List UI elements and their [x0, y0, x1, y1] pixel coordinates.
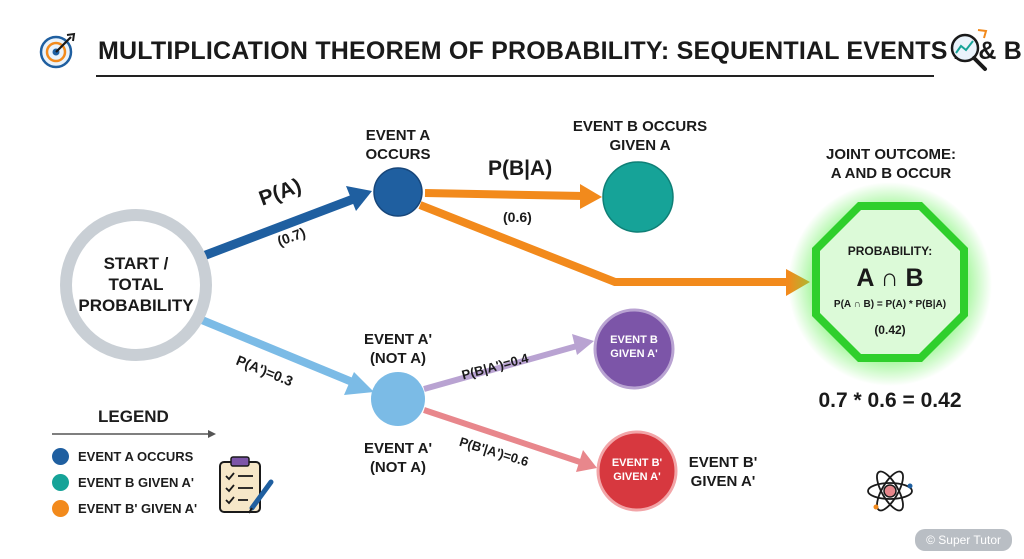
- event-b-given-a-prime-line1: EVENT B: [610, 334, 658, 346]
- atom-icon: [867, 470, 913, 512]
- joint-value: (0.42): [874, 323, 906, 337]
- event-a-node: [373, 167, 423, 217]
- event-a-line2: OCCURS: [365, 146, 431, 163]
- edge-label-p-b-given-a-value: (0.6): [503, 209, 532, 225]
- legend-item-label: EVENT A OCCURS: [78, 449, 194, 464]
- event-b-prime-given-a-prime-line2: GIVEN A': [613, 471, 661, 483]
- edge-start-to-event-a: [196, 186, 372, 263]
- event-a-label: EVENT A OCCURS: [348, 126, 448, 164]
- event-b-prime-outer-line1: EVENT B': [688, 454, 758, 471]
- clipboard-icon: [219, 456, 274, 514]
- legend-swatch: [52, 500, 69, 517]
- edge-event-a-prime-to-event-b-prime: [423, 407, 597, 472]
- legend-swatch: [52, 474, 69, 491]
- event-a-prime-bottom-line2: (NOT A): [369, 459, 427, 476]
- event-b-given-a-line1: EVENT B OCCURS: [572, 118, 708, 135]
- legend-title: LEGEND: [98, 407, 169, 426]
- joint-outcome-octagon: [788, 182, 992, 386]
- legend: EVENT A OCCURS EVENT B GIVEN A' EVENT B'…: [52, 448, 197, 517]
- event-a-prime-top-line1: EVENT A': [363, 331, 433, 348]
- watermark-badge: © Super Tutor: [915, 529, 1012, 551]
- event-b-prime-given-a-prime-line1: EVENT B': [611, 457, 663, 469]
- start-node: [60, 209, 212, 361]
- legend-item-label: EVENT B' GIVEN A': [78, 501, 198, 516]
- joint-outcome-heading: JOINT OUTCOME: A AND B OCCUR: [806, 145, 976, 183]
- page-title: MULTIPLICATION THEOREM OF PROBABILITY: S…: [98, 37, 1022, 65]
- legend-item: EVENT B' GIVEN A': [52, 500, 197, 517]
- edge-label-p-b-given-a: P(B|A): [488, 157, 553, 180]
- event-b-given-a-node: [602, 161, 674, 233]
- event-b-given-a-prime-line2: GIVEN A': [610, 348, 658, 360]
- joint-calculation: 0.7 * 0.6 = 0.42: [818, 389, 962, 412]
- legend-item: EVENT B GIVEN A': [52, 474, 197, 491]
- event-b-prime-outer-line2: GIVEN A': [690, 473, 756, 490]
- event-a-prime-bottom-line1: EVENT A': [363, 440, 433, 457]
- event-b-prime-outer-label: EVENT B' GIVEN A': [680, 453, 766, 491]
- event-b-prime-given-a-prime-node: [596, 430, 678, 512]
- title-underline: [96, 75, 934, 77]
- event-a-line1: EVENT A: [365, 127, 431, 144]
- event-a-prime-node: [371, 372, 425, 426]
- target-icon: [39, 32, 76, 69]
- joint-formula: P(A ∩ B) = P(A) * P(B|A): [833, 299, 947, 310]
- edge-event-a-to-event-b: [424, 184, 602, 209]
- event-a-prime-top-line2: (NOT A): [369, 350, 427, 367]
- start-node-label: START / TOTAL PROBABILITY: [76, 253, 196, 316]
- joint-symbol: A ∩ B: [856, 264, 924, 292]
- start-node-line2: TOTAL: [108, 275, 164, 294]
- legend-item: EVENT A OCCURS: [52, 448, 197, 465]
- event-a-prime-bottom-label: EVENT A' (NOT A): [350, 439, 446, 477]
- legend-swatch: [52, 448, 69, 465]
- joint-outcome-heading-line1: JOINT OUTCOME:: [826, 146, 956, 163]
- edge-start-to-event-a-prime: [195, 314, 374, 395]
- event-b-given-a-prime-node: [593, 308, 675, 390]
- magnifier-chart-icon: [950, 29, 988, 71]
- joint-outcome-heading-line2: A AND B OCCUR: [830, 165, 952, 182]
- event-a-prime-top-label: EVENT A' (NOT A): [350, 330, 446, 368]
- event-b-given-a-label: EVENT B OCCURS GIVEN A: [560, 117, 720, 155]
- event-b-prime-given-a-prime-label: EVENT B' GIVEN A': [597, 456, 677, 484]
- legend-item-label: EVENT B GIVEN A': [78, 475, 195, 490]
- legend-arrow: [52, 430, 216, 438]
- start-node-line1: START /: [103, 254, 169, 273]
- edge-event-a-prime-to-event-b: [423, 334, 594, 392]
- joint-probability-label: PROBABILITY:: [847, 244, 933, 258]
- start-node-line3: PROBABILITY: [78, 296, 194, 315]
- event-b-given-a-prime-label: EVENT B GIVEN A': [594, 333, 674, 361]
- event-b-given-a-line2: GIVEN A: [609, 137, 671, 154]
